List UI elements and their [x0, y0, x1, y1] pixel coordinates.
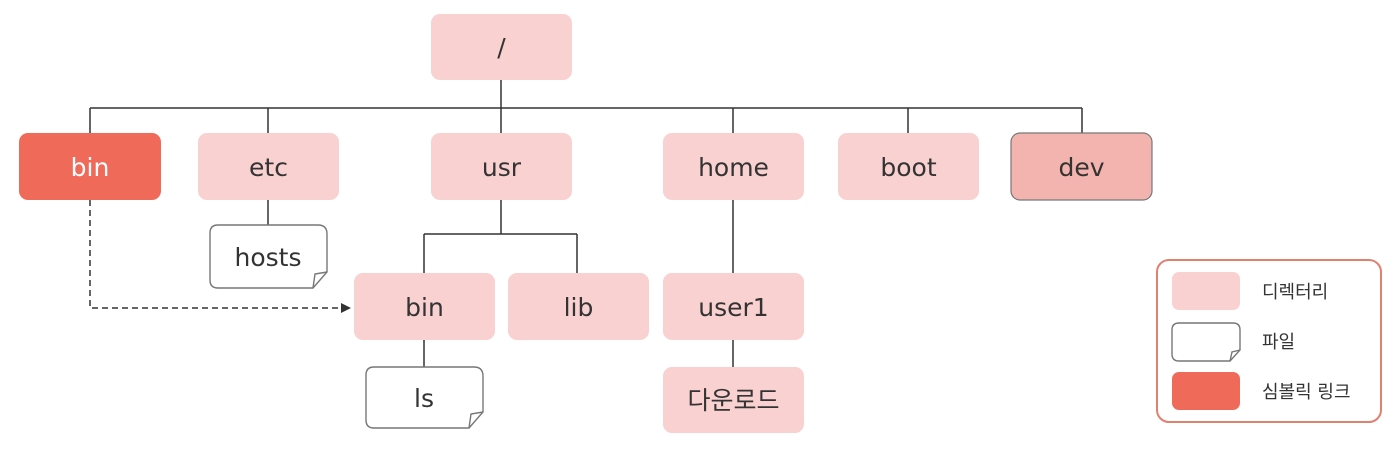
legend-directory-label: 디렉터리 — [1262, 282, 1328, 303]
node-ls-fold — [468, 411, 484, 429]
node-home: home — [663, 133, 804, 200]
legend-directory-swatch — [1172, 272, 1240, 310]
node-hosts: hosts — [209, 224, 328, 289]
legend-file-swatch — [1171, 322, 1241, 362]
node-etc: etc — [198, 133, 339, 200]
node-usr-bin-box — [354, 273, 495, 340]
node-hosts-fold — [312, 271, 328, 289]
node-dev-label: dev — [1058, 153, 1104, 182]
node-usr: usr — [431, 133, 572, 200]
node-dev: dev — [1010, 132, 1153, 201]
node-usr-lib: lib — [508, 273, 649, 340]
node-root-box — [431, 14, 572, 80]
node-bin-box — [19, 133, 161, 200]
node-user1-label: user1 — [698, 293, 768, 322]
node-downloads-label: 다운로드 — [687, 386, 779, 415]
node-boot-label: boot — [880, 153, 936, 182]
node-usr-bin: bin — [354, 273, 495, 340]
legend-symlink-swatch — [1172, 372, 1240, 410]
node-root-label: / — [497, 33, 506, 62]
node-ls-file-shape — [365, 366, 484, 429]
node-downloads-box — [663, 367, 804, 433]
node-bin: bin — [19, 133, 161, 200]
node-etc-box — [198, 133, 339, 200]
legend-file-fold — [1229, 349, 1241, 362]
node-hosts-file-shape — [209, 224, 328, 289]
node-etc-label: etc — [249, 153, 288, 182]
tree-connectors — [89, 80, 1083, 367]
node-hosts-label: hosts — [235, 243, 302, 272]
node-usr-bin-label: bin — [405, 293, 444, 322]
node-user1: user1 — [663, 273, 804, 340]
node-boot-box — [838, 133, 979, 200]
node-usr-lib-box — [508, 273, 649, 340]
node-home-box — [663, 133, 804, 200]
legend: 디렉터리 파일 심볼릭 링크 — [1156, 259, 1382, 423]
node-usr-lib-label: lib — [564, 293, 594, 322]
node-home-label: home — [698, 153, 769, 182]
node-usr-box — [431, 133, 572, 200]
node-bin-label: bin — [71, 153, 110, 182]
node-root: / — [431, 14, 572, 80]
node-dev-box — [1010, 132, 1153, 201]
legend-symlink-label: 심볼릭 링크 — [1262, 382, 1351, 403]
node-ls-label: ls — [414, 384, 434, 413]
node-ls: ls — [365, 366, 484, 429]
legend-frame — [1156, 259, 1382, 423]
symlink-arrow — [89, 200, 351, 313]
node-downloads: 다운로드 — [663, 367, 804, 433]
node-boot: boot — [838, 133, 979, 200]
node-user1-box — [663, 273, 804, 340]
legend-file-label: 파일 — [1262, 332, 1295, 353]
node-usr-label: usr — [482, 153, 522, 182]
